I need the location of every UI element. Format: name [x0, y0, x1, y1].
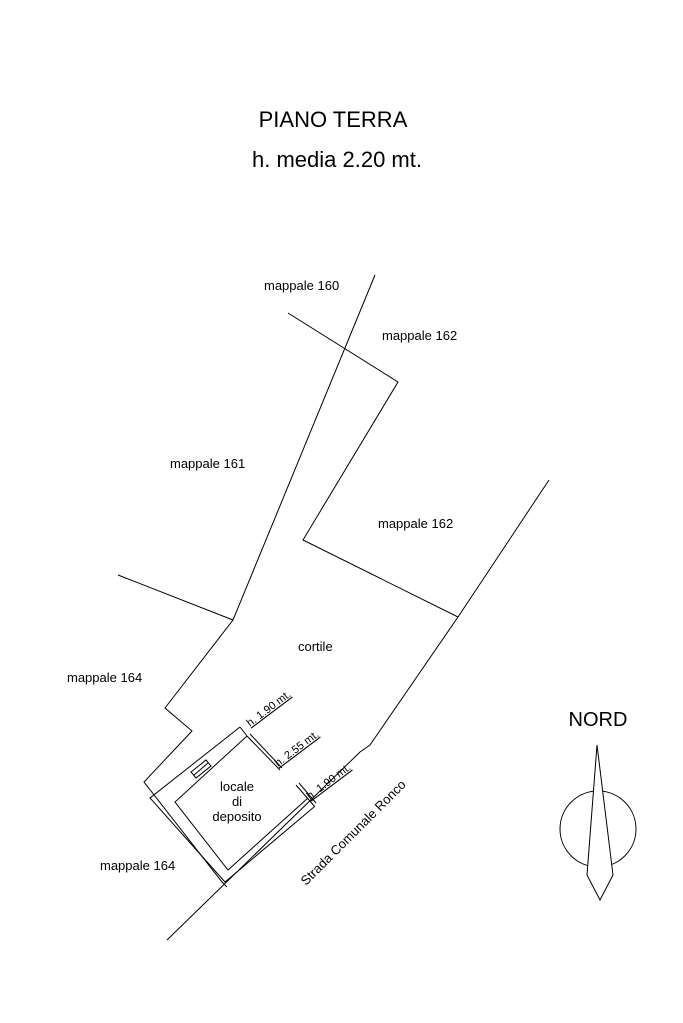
- label-mappale-164-top: mappale 164: [67, 670, 142, 685]
- label-mappale-161: mappale 161: [170, 456, 245, 471]
- plan-subtitle: h. media 2.20 mt.: [252, 147, 422, 172]
- label-mappale-162-top: mappale 162: [382, 328, 457, 343]
- label-mappale-160: mappale 160: [264, 278, 339, 293]
- property-boundaries: [117, 274, 550, 941]
- label-mappale-162-mid: mappale 162: [378, 516, 453, 531]
- compass-label: NORD: [569, 709, 628, 731]
- label-deposito-2: di: [232, 794, 242, 809]
- label-deposito-3: deposito: [212, 809, 261, 824]
- north-arrow-icon: [559, 744, 637, 902]
- plan-title: PIANO TERRA: [259, 107, 408, 132]
- label-cortile: cortile: [298, 639, 333, 654]
- height-label-2: h. 2.55 mt.: [273, 729, 322, 770]
- label-deposito-1: locale: [220, 779, 254, 794]
- height-label-3: h. 1.90 mt.: [305, 762, 354, 803]
- window-icon: [190, 759, 212, 779]
- deposito-walls: [149, 726, 317, 883]
- height-label-1: h. 1.90 mt.: [245, 689, 294, 730]
- label-mappale-164-bottom: mappale 164: [100, 858, 175, 873]
